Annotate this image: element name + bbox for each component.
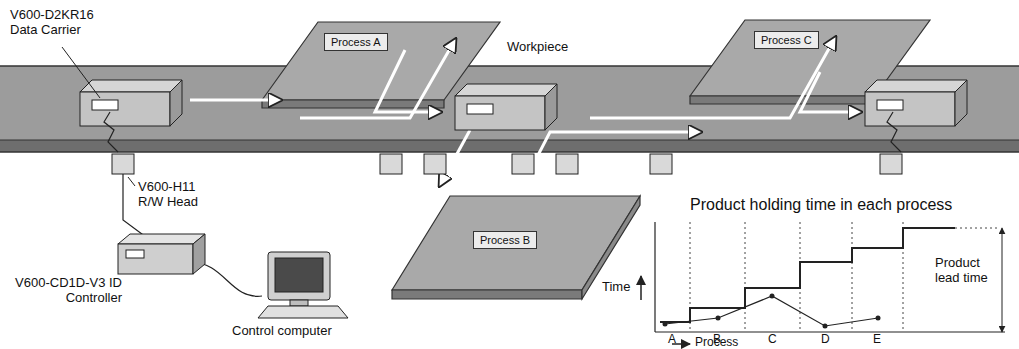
dimension-label: Product lead time (935, 256, 997, 286)
part-label: V600-CD1D-V3 ID Controller (12, 276, 122, 306)
radio-link (104, 112, 901, 152)
axis-label: Process (695, 336, 738, 349)
flow-arrow (190, 38, 860, 190)
category-label: E (873, 333, 881, 347)
part-label: V600-D2KR16 Data Carrier (10, 8, 110, 38)
process-label: Process B (480, 234, 530, 246)
workpiece (80, 80, 967, 130)
part-label: Control computer (232, 324, 332, 339)
id-controller (118, 234, 205, 274)
process-box: Process A (324, 33, 388, 51)
lead-time-chart (641, 222, 1005, 344)
axis-label: Time (602, 280, 630, 295)
rw-head (112, 154, 902, 174)
part-label: Workpiece (507, 40, 568, 55)
leader-line (62, 47, 100, 98)
leader-line (128, 177, 135, 186)
process-label: Process A (331, 36, 381, 48)
process-platform (262, 20, 930, 299)
process-label: Process C (761, 34, 812, 46)
category-label: D (821, 333, 830, 347)
category-label: A (668, 333, 676, 347)
chart-title: Product holding time in each process (690, 196, 952, 214)
category-label: C (768, 333, 777, 347)
part-label: V600-H11 R/W Head (138, 180, 218, 210)
computer (258, 252, 348, 318)
process-box: Process C (754, 31, 819, 49)
process-box: Process B (473, 231, 537, 249)
